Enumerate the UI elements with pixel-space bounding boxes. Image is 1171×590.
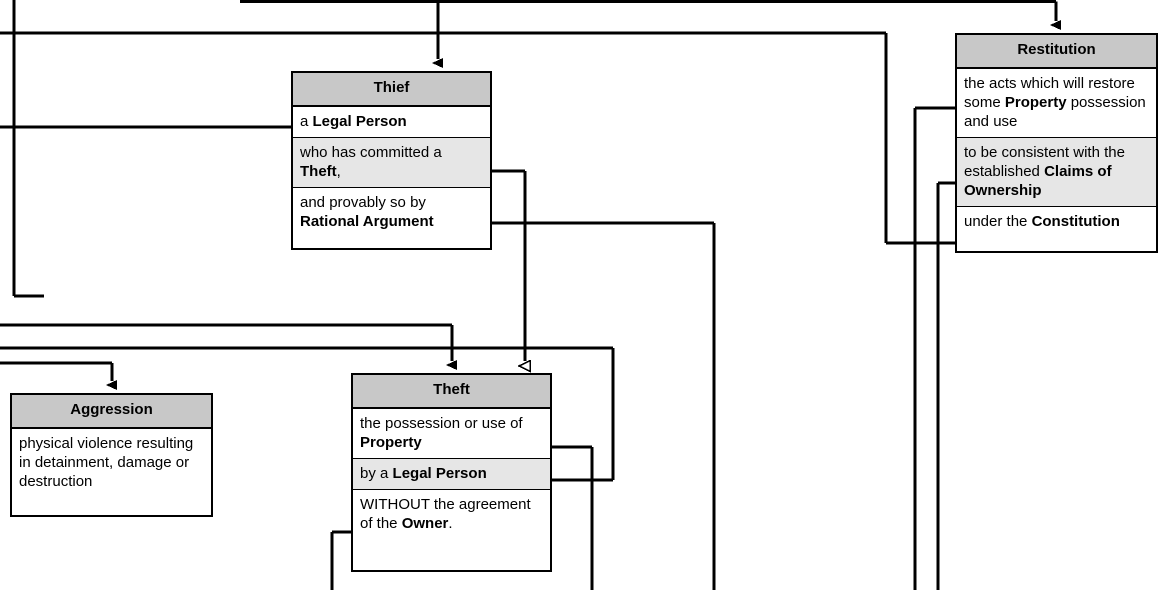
node-aggression-title: Aggression (12, 395, 211, 429)
node-thief-title: Thief (293, 73, 490, 107)
node-theft-row-1: the possession or use of Property (353, 409, 550, 459)
node-thief-row-2: who has committed a Theft, (293, 137, 490, 188)
node-restitution-row-2: to be consistent with the established Cl… (957, 137, 1156, 207)
node-aggression-row-1: physical violence resulting in detainmen… (19, 434, 194, 490)
node-restitution[interactable]: Restitution the acts which will restore … (955, 33, 1158, 253)
node-restitution-row-1: the acts which will restore some Propert… (957, 69, 1156, 138)
node-restitution-title: Restitution (957, 35, 1156, 69)
node-restitution-rows: the acts which will restore some Propert… (957, 69, 1156, 237)
node-aggression-rows: physical violence resulting in detainmen… (12, 429, 211, 497)
node-theft-row-2: by a Legal Person (353, 458, 550, 490)
node-aggression[interactable]: Aggression physical violence resulting i… (10, 393, 213, 517)
node-theft[interactable]: Theft the possession or use of Property … (351, 373, 552, 572)
node-theft-rows: the possession or use of Property by a L… (353, 409, 550, 539)
node-restitution-row-3: under the Constitution (964, 212, 1120, 230)
node-theft-title: Theft (353, 375, 550, 409)
node-thief-rows: a Legal Person who has committed a Theft… (293, 107, 490, 237)
node-thief-row-1: a Legal Person (293, 107, 490, 138)
node-thief-row-3: and provably so by Rational Argument (300, 193, 434, 230)
node-thief[interactable]: Thief a Legal Person who has committed a… (291, 71, 492, 250)
node-theft-row-3: WITHOUT the agreement of the Owner. (360, 495, 531, 532)
